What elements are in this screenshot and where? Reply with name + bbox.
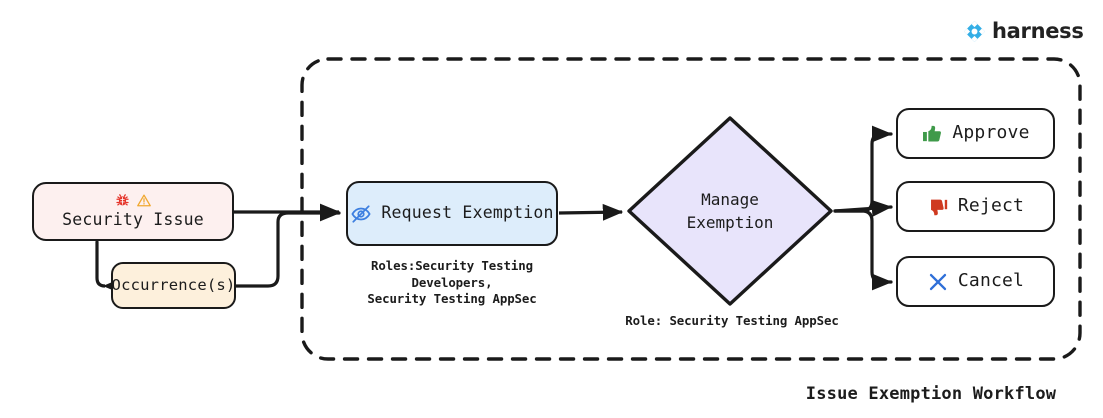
edge-occurrences-to-request-exemption-line <box>234 204 341 288</box>
workflow-title: Issue Exemption Workflow <box>805 384 1057 404</box>
brand-name: harness <box>992 18 1084 43</box>
x-cross-icon <box>929 273 947 290</box>
harness-diamond-logo-icon <box>964 20 985 42</box>
eye-slash-icon <box>351 204 371 223</box>
bug-icon <box>115 194 129 206</box>
node-request-exemption-label: Request Exemption <box>381 203 554 223</box>
manage-exemption-diamond-shape <box>627 116 833 306</box>
node-cancel-label: Cancel <box>957 270 1025 292</box>
workflow-container-dashed-border <box>300 57 1082 361</box>
node-approve[interactable]: Approve <box>896 108 1055 159</box>
node-request-exemption[interactable]: Request Exemption <box>346 181 558 246</box>
thumbs-up-icon <box>923 125 942 142</box>
node-security-issue-label: Security Issue <box>62 210 204 230</box>
security-issue-icons <box>115 192 152 209</box>
caption-manage-exemption-role: Role: Security Testing AppSec <box>625 313 839 328</box>
node-manage-exemption-label: Manage Exemption <box>686 189 774 232</box>
brand-logo: harness <box>963 18 1084 44</box>
caption-request-exemption-roles: Roles:Security Testing Developers, Secur… <box>367 258 537 307</box>
edge-manage-exemption-to-approve <box>833 125 893 213</box>
thumbs-down-icon <box>928 199 948 215</box>
edge-manage-exemption-to-cancel <box>833 209 893 291</box>
node-cancel[interactable]: Cancel <box>896 256 1055 307</box>
node-reject[interactable]: Reject <box>896 181 1055 232</box>
edge-security-issue-to-occurrences <box>95 240 124 295</box>
edge-request-exemption-to-manage-exemption <box>558 203 624 221</box>
node-security-issue[interactable]: Security Issue <box>32 182 234 241</box>
node-approve-label: Approve <box>952 122 1030 144</box>
node-manage-exemption[interactable]: Manage Exemption <box>625 116 835 306</box>
warning-triangle-icon <box>136 194 151 207</box>
node-occurrences-label: Occurrence(s) <box>111 275 236 294</box>
node-reject-label: Reject <box>957 195 1025 217</box>
node-occurrences[interactable]: Occurrence(s) <box>111 262 236 309</box>
